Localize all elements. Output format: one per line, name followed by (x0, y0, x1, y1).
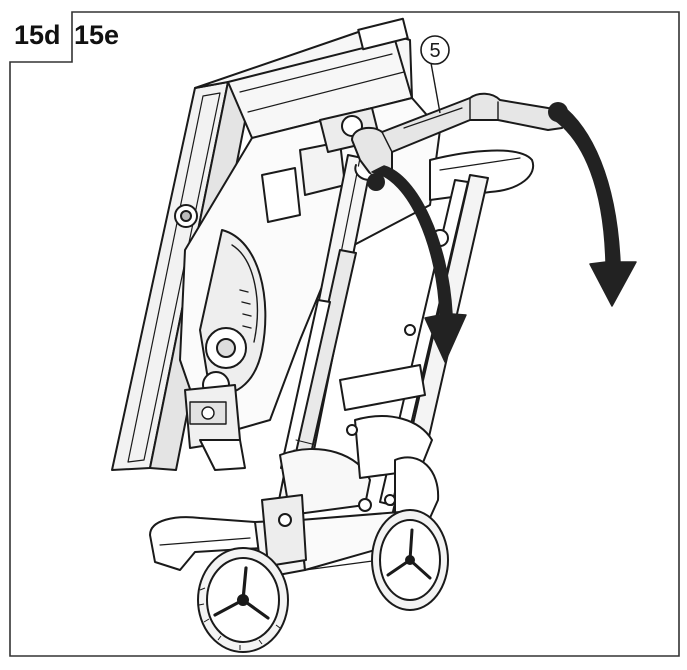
callout-leader-line (430, 62, 441, 114)
wheel-right (371, 509, 449, 611)
callout-circle (420, 35, 450, 65)
figure-label-15d: 15d (14, 20, 61, 50)
rotation-arrow-left (367, 165, 467, 363)
callout-5: 5 (420, 35, 450, 114)
callout-number: 5 (429, 40, 440, 62)
figure-border (9, 11, 680, 657)
figure-label-15e: 15e (74, 20, 120, 50)
rotation-arrow-right (548, 102, 637, 307)
wheel-left (197, 547, 289, 653)
handle-bar (351, 92, 566, 181)
